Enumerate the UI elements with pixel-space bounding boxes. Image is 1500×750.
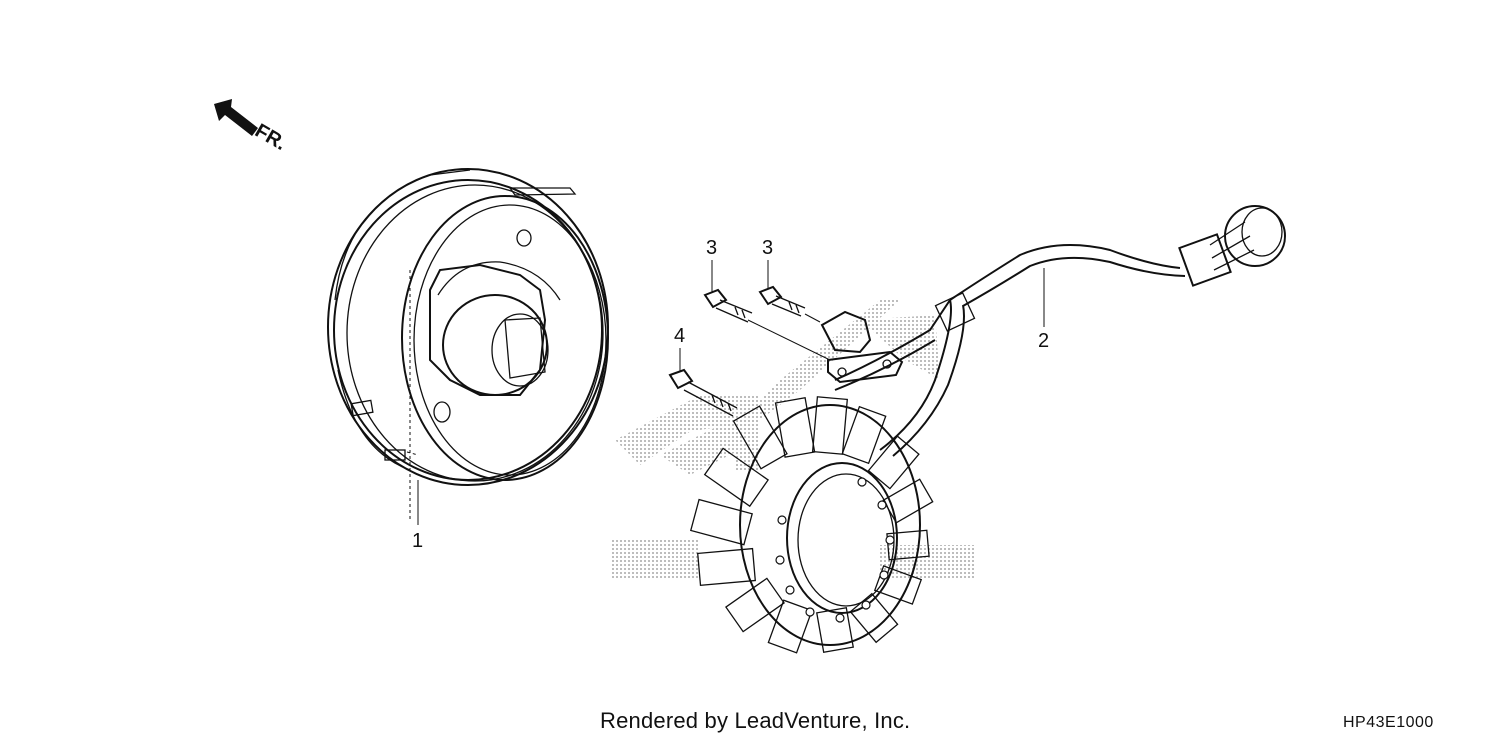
pulse-generator [820,310,904,384]
bolt-4 [668,368,738,417]
bolt-3a [703,288,831,361]
callout-label-3b: 3 [762,237,773,259]
render-credit: Rendered by LeadVenture, Inc. [600,708,911,733]
callout-4: 4 [674,325,685,372]
callout-label-4: 4 [674,325,685,347]
stator-connector [1178,205,1286,287]
stator-assembly [689,205,1286,654]
callout-label-1: 1 [412,530,423,552]
direction-label: FR. [251,120,290,155]
front-direction-arrow-icon: FR. [214,99,290,155]
callout-label-3a: 3 [706,237,717,259]
callout-3b: 3 [762,237,773,289]
diagram-code: HP43E1000 [1343,714,1434,731]
callout-2: 2 [1038,268,1049,352]
callout-label-2: 2 [1038,330,1049,352]
callout-3a: 3 [706,237,717,292]
callout-1: 1 [412,480,423,552]
flywheel [327,168,609,520]
bolt-3b [758,285,821,323]
